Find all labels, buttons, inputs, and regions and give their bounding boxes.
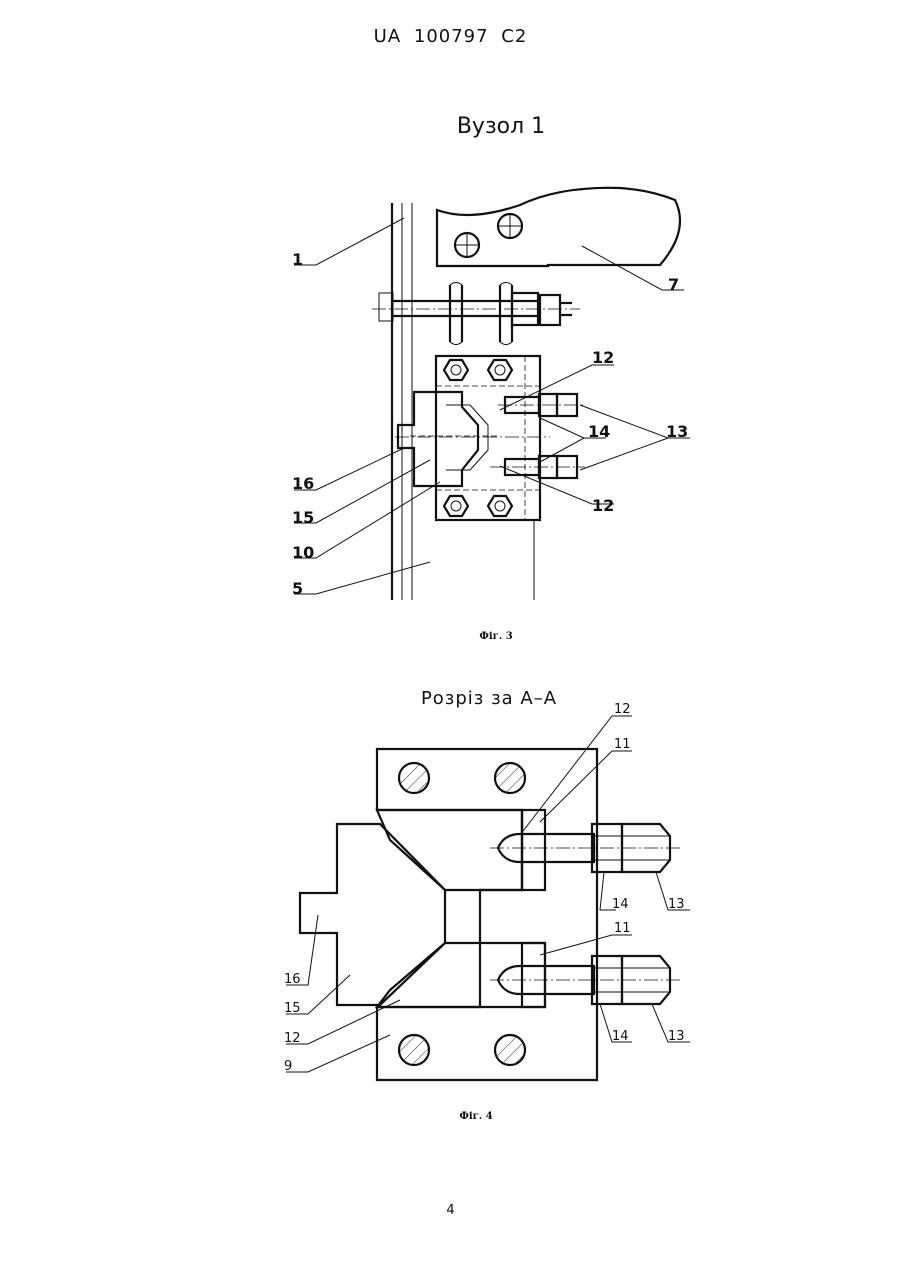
figure-3-caption: Фіг. 3: [479, 631, 512, 642]
callout-12-lower: 12: [592, 496, 614, 515]
fig4-callout-14-bottom: 14: [612, 1029, 629, 1044]
callout-1: 1: [292, 250, 303, 269]
callout-14: 14: [588, 422, 610, 441]
callout-12-upper: 12: [592, 348, 614, 367]
page-number: 4: [0, 1203, 901, 1218]
callout-13: 13: [666, 422, 688, 441]
fig4-callout-12-bottom: 12: [284, 1031, 301, 1046]
fig4-callout-13-bottom: 13: [668, 1029, 685, 1044]
fig4-callout-12-top: 12: [614, 702, 631, 717]
callout-10: 10: [292, 543, 314, 562]
figure-4: Розріз за А–А: [284, 688, 690, 1122]
fig4-callout-16: 16: [284, 972, 301, 987]
figure-4-caption: Фіг. 4: [459, 1111, 492, 1122]
fig4-callout-15: 15: [284, 1001, 301, 1016]
figure-3-title: Вузол 1: [457, 114, 545, 139]
fig4-callout-14-top: 14: [612, 897, 629, 912]
fig4-callout-9: 9: [284, 1059, 292, 1074]
fig4-callout-11-top: 11: [614, 737, 631, 752]
fig4-callout-13-top: 13: [668, 897, 685, 912]
fig4-callout-11-bottom: 11: [614, 921, 631, 936]
figure-3: Вузол 1: [292, 114, 690, 642]
callout-15: 15: [292, 508, 314, 527]
figure-4-title: Розріз за А–А: [421, 688, 557, 709]
callout-7: 7: [668, 275, 679, 294]
callout-5: 5: [292, 579, 303, 598]
callout-16: 16: [292, 474, 314, 493]
